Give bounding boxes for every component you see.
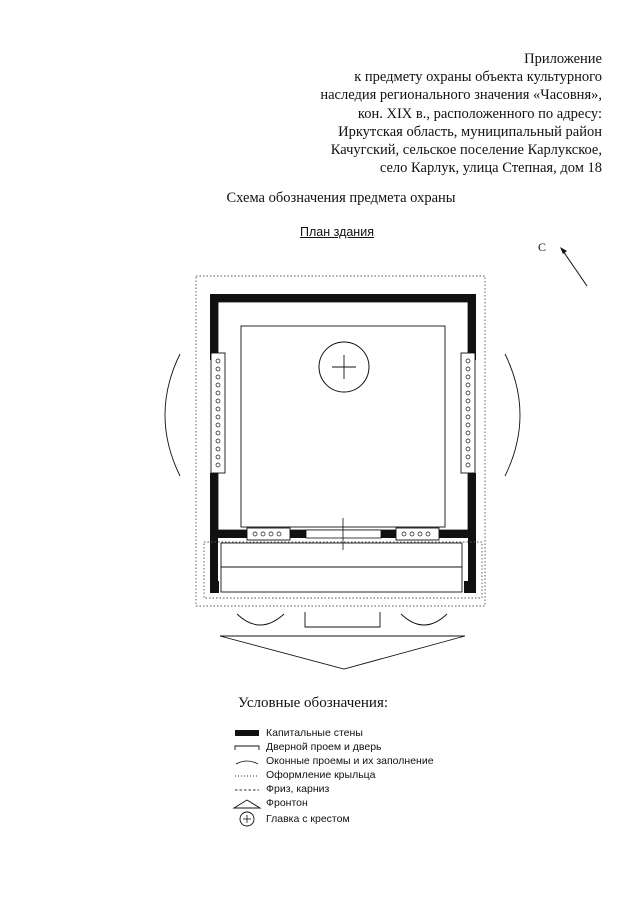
door-opening (305, 518, 382, 550)
left-window (210, 352, 226, 474)
appendix-line: Приложение (524, 51, 602, 67)
legend-label: Главка с крестом (266, 813, 350, 825)
north-label: С (538, 240, 547, 254)
appendix-header: Приложение к предмету охраны объекта кул… (182, 50, 602, 177)
porch-symbol-icon (235, 775, 259, 777)
porch (203, 541, 483, 599)
appendix-line: наследия регионального значения «Часовня… (320, 87, 602, 104)
window-symbol-icon (235, 760, 259, 765)
legend-label: Оконные проемы и их заполнение (266, 755, 434, 767)
inner-wall-line (217, 301, 469, 531)
frieze-symbol-icon (235, 789, 259, 791)
right-window (460, 352, 476, 474)
bottom-right-arc (400, 613, 448, 626)
legend-label: Дверной проем и дверь (266, 741, 382, 753)
north-arrow-icon (560, 247, 588, 287)
door-symbol-icon (234, 745, 260, 750)
inner-room (240, 325, 446, 528)
legend-label: Фриз, карниз (266, 783, 330, 795)
pediment-symbol-icon (232, 799, 262, 809)
legend-label: Капитальные стены (266, 727, 363, 739)
capital-walls (210, 294, 476, 593)
legend-title: Условные обозначения: (238, 695, 389, 711)
appendix-line: к предмету охраны объекта культурного (354, 69, 602, 86)
bottom-left-window (246, 527, 291, 541)
appendix-line: Иркутская область, муниципальный район (338, 123, 602, 140)
bottom-left-arc (236, 613, 285, 626)
pediment (219, 635, 466, 670)
appendix-line: Качугский, сельское поселение Карлукское… (330, 142, 602, 159)
bottom-right-window (395, 527, 440, 541)
left-arc (164, 353, 181, 477)
scheme-title: Схема обозначения предмета охраны (226, 190, 456, 206)
frieze-outline (195, 275, 486, 607)
plan-title: План здания (300, 225, 374, 239)
appendix-line: село Карлук, улица Степная, дом 18 (379, 160, 602, 177)
dome-cross-symbol-icon (239, 811, 255, 827)
front-step (304, 612, 381, 628)
right-arc (504, 353, 521, 477)
appendix-line: кон. XIX в., расположенного по адресу: (357, 105, 602, 122)
wall-symbol-icon (235, 730, 259, 736)
dome-cross-icon (318, 341, 370, 393)
legend-label: Фронтон (266, 797, 308, 809)
legend-label: Оформление крыльца (266, 769, 376, 781)
